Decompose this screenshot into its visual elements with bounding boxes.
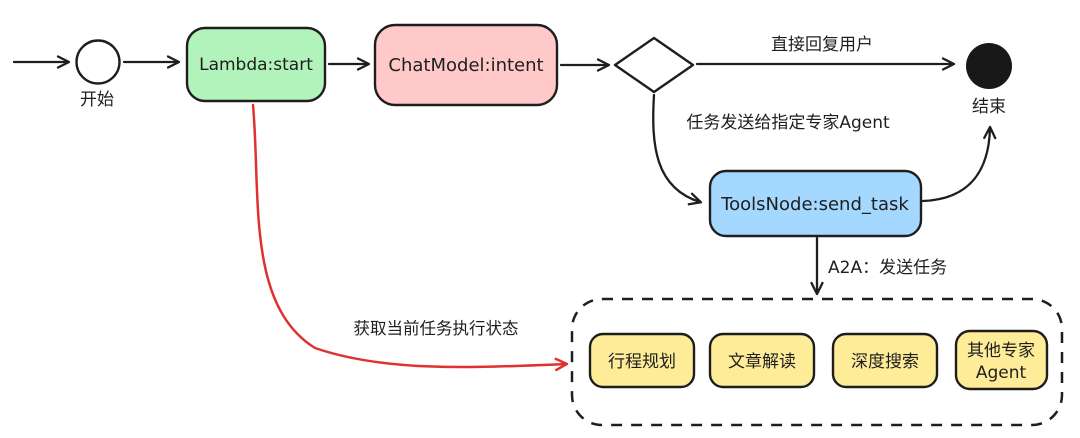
expert-node-trip-box [588,332,696,389]
start-node-label: 开始 [80,90,114,110]
expert-node-article-label: 文章解读 [728,352,796,372]
expert-node-article-box [708,332,816,389]
experts-group-container [570,297,1064,427]
edge-lambda-status-to-experts [251,103,569,372]
expert-node-search-label: 深度搜索 [851,352,919,372]
end-node-label: 结束 [972,97,1006,117]
edge-label-a2a: A2A：发送任务 [828,258,947,278]
edge-label-direct-reply: 直接回复用户 [771,35,873,55]
expert-node-trip-label: 行程规划 [608,352,676,372]
decision-diamond [613,36,695,94]
start-node-circle [75,39,121,85]
expert-node-other-label-line2: Agent [976,363,1027,383]
expert-node-other-box [954,329,1049,391]
edge-toolsnode-to-end [921,125,997,203]
lambda-node-box [185,26,327,103]
lambda-node-label: Lambda:start [199,55,313,75]
chatmodel-node-box [373,23,559,107]
end-node-circle [966,43,1012,89]
edge-decision-to-toolsnode [652,93,703,206]
expert-node-search-box [831,332,939,389]
chatmodel-node-label: ChatModel:intent [388,55,543,76]
expert-node-other-label-line1: 其他专家 [967,341,1035,361]
edge-label-status: 获取当前任务执行状态 [354,319,519,338]
toolsnode-label: ToolsNode:send_task [720,194,909,215]
toolsnode-box [708,169,923,238]
edge-label-dispatch: 任务发送给指定专家Agent [686,113,890,133]
